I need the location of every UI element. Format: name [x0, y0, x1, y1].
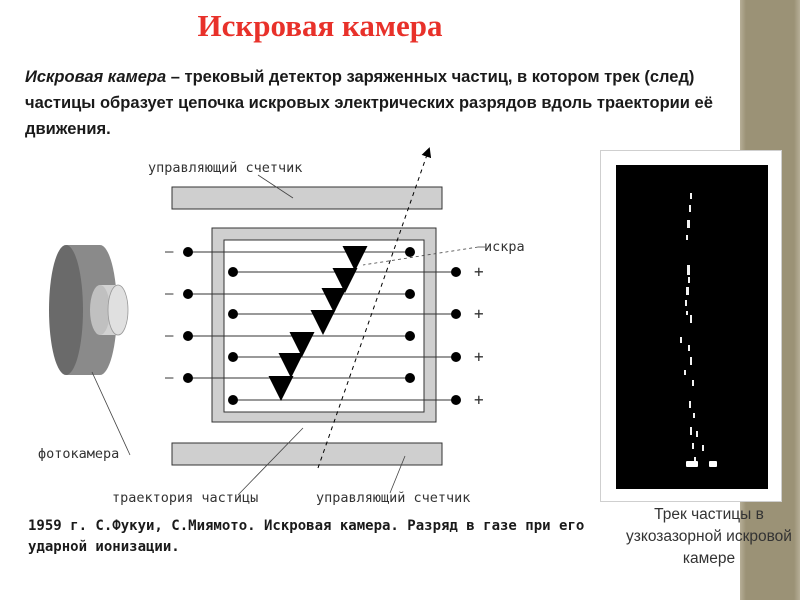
minus-sign: – — [165, 244, 174, 260]
camera-body-back — [49, 245, 83, 375]
contact-dot — [228, 352, 238, 362]
contact-dot — [183, 373, 193, 383]
contact-dot — [228, 309, 238, 319]
label-bottom-control-counter: управляющий счетчик — [316, 490, 470, 506]
contact-dot — [451, 395, 461, 405]
top-control-counter-plate — [171, 186, 443, 210]
camera-icon — [49, 245, 129, 375]
contact-dot — [183, 331, 193, 341]
definition-text: Искровая камера – трековый детектор заря… — [25, 64, 715, 142]
contact-dot — [405, 247, 415, 257]
leader-trajectory — [237, 427, 304, 496]
spark-bright-spots — [686, 461, 717, 467]
label-photo-camera: фотокамера — [38, 446, 119, 462]
leader-camera — [91, 371, 131, 456]
slide-title: Искровая камера — [197, 8, 443, 43]
contact-dot — [405, 289, 415, 299]
photo-caption: Трек частицы в узкозазорной искровой кам… — [626, 506, 792, 567]
plus-sign: + — [474, 347, 484, 366]
label-spark: искра — [484, 239, 525, 255]
camera-lens-back — [90, 285, 110, 335]
minus-sign: – — [165, 370, 174, 386]
spark-track-photo — [616, 165, 768, 489]
label-top-control-counter: управляющий счетчик — [148, 160, 302, 176]
leader-bottom-counter — [389, 455, 406, 494]
electrode-contacts — [183, 247, 461, 405]
contact-dot — [183, 247, 193, 257]
history-note: 1959 г. С.Фукуи, С.Миямото. Искровая кам… — [28, 518, 585, 555]
plus-sign: + — [474, 390, 484, 409]
minus-sign: – — [165, 286, 174, 302]
plus-sign: + — [474, 304, 484, 323]
spark-chamber-diagram: – – – – + + + + управляющий счетчик искр… — [38, 147, 525, 506]
contact-dot — [228, 395, 238, 405]
minus-sign: – — [165, 328, 174, 344]
contact-dot — [228, 267, 238, 277]
plus-sign: + — [474, 262, 484, 281]
leader-lines — [91, 174, 485, 496]
spark-arrows — [268, 246, 368, 401]
photo-background — [616, 165, 768, 489]
definition-term: Искровая камера — [25, 68, 167, 86]
label-particle-trajectory: траектория частицы — [112, 490, 258, 506]
contact-dot — [451, 309, 461, 319]
particle-trajectory-line — [317, 147, 432, 469]
bottom-control-counter-plate — [171, 442, 443, 466]
contact-dot — [183, 289, 193, 299]
definition-body: – трековый детектор заряженных частиц, в… — [25, 68, 713, 138]
leader-spark — [362, 246, 479, 266]
contact-dot — [451, 267, 461, 277]
contact-dot — [405, 373, 415, 383]
camera-lens-front — [107, 284, 129, 336]
contact-dot — [405, 331, 415, 341]
spark-track-dots — [680, 193, 704, 461]
leader-top-counter — [257, 174, 294, 199]
contact-dot — [451, 352, 461, 362]
